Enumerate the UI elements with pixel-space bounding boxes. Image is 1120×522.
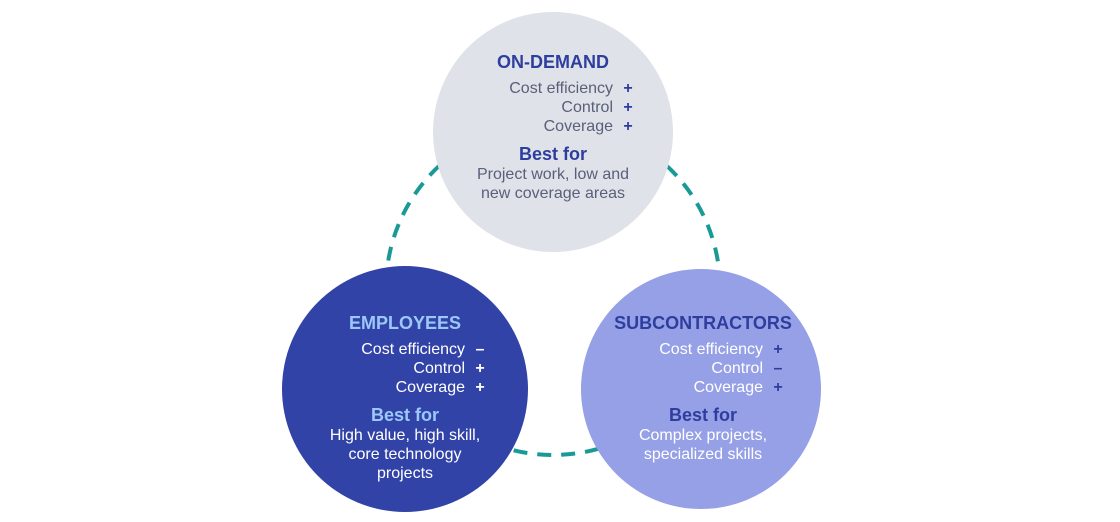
- attribute-row: Coverage +: [285, 378, 525, 397]
- attribute-sign: +: [475, 360, 485, 377]
- attribute-sign: –: [475, 341, 485, 358]
- subcontractors-card: SUBCONTRACTORS Cost efficiency + Control–…: [583, 312, 823, 464]
- attribute-label: Cost efficiency: [509, 80, 613, 97]
- attribute-label: Cost efficiency: [361, 341, 465, 358]
- attribute-label: Control: [711, 360, 763, 377]
- attribute-sign: +: [623, 80, 633, 97]
- on-demand-circle: [433, 12, 673, 252]
- attribute-row: Cost efficiency–: [285, 340, 525, 359]
- attribute-sign: +: [623, 99, 633, 116]
- employees-circle: [282, 266, 528, 512]
- card-title: SUBCONTRACTORS: [614, 313, 792, 333]
- attribute-label: Coverage: [395, 379, 465, 396]
- best-for-line: Complex projects,: [638, 427, 768, 444]
- attribute-row: Coverage +: [583, 378, 823, 397]
- subcontractors-circle: [581, 269, 821, 509]
- best-for-heading: Best for: [518, 144, 587, 164]
- attribute-row: Control +: [285, 359, 525, 378]
- attribute-label: Coverage: [693, 379, 763, 396]
- best-for-line: Project work, low and: [476, 166, 630, 183]
- best-for-line: core technology: [348, 446, 462, 463]
- attribute-sign: –: [773, 360, 783, 377]
- best-for-line: specialized skills: [643, 446, 763, 463]
- attribute-row: Control–: [583, 359, 823, 378]
- employees-card: EMPLOYEES Cost efficiency– Control + Cove…: [285, 312, 525, 483]
- on-demand-card: ON-DEMAND Cost efficiency + Control + Cove…: [433, 51, 673, 203]
- best-for-heading: Best for: [370, 405, 439, 425]
- attribute-label: Cost efficiency: [659, 341, 763, 358]
- attribute-row: Cost efficiency +: [433, 79, 673, 98]
- best-for-heading: Best for: [668, 405, 737, 425]
- best-for-line: High value, high skill,: [329, 427, 481, 444]
- attribute-row: Cost efficiency +: [583, 340, 823, 359]
- attribute-row: Control +: [433, 98, 673, 117]
- best-for-line: new coverage areas: [480, 185, 626, 202]
- attribute-sign: +: [623, 118, 633, 135]
- attribute-row: Coverage +: [433, 117, 673, 136]
- attribute-sign: +: [475, 379, 485, 396]
- attribute-sign: +: [773, 341, 783, 358]
- attribute-label: Control: [413, 360, 465, 377]
- best-for-line: projects: [376, 465, 434, 482]
- attribute-label: Control: [561, 99, 613, 116]
- card-title: EMPLOYEES: [348, 313, 462, 333]
- card-title: ON-DEMAND: [497, 52, 609, 72]
- attribute-sign: +: [773, 379, 783, 396]
- attribute-label: Coverage: [543, 118, 613, 135]
